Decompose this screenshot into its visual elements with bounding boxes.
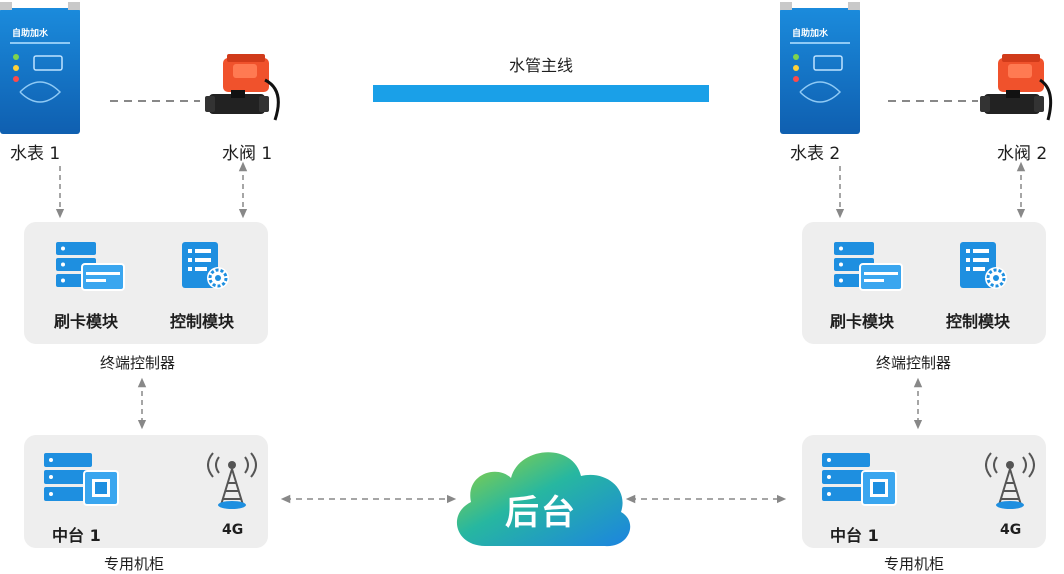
terminal-controller-title: 终端控制器	[100, 354, 176, 372]
water-valve-icon	[205, 50, 285, 135]
terminal-controller-title: 终端控制器	[876, 354, 952, 372]
server-card-icon	[56, 242, 126, 292]
valve-label: 水阀 2	[997, 144, 1048, 164]
cabinet-title: 专用机柜	[104, 555, 165, 573]
hub-label: 中台 1	[830, 526, 879, 545]
net-label: 4G	[222, 522, 244, 538]
cell-tower-icon	[985, 449, 1035, 509]
cell-tower-icon	[207, 449, 257, 509]
card-module-label: 刷卡模块	[54, 312, 119, 331]
main-pipe-line	[373, 85, 709, 102]
terminal-controller-panel: 刷卡模块 控制模块	[802, 222, 1046, 344]
meter-panel-text: 自助加水	[12, 29, 49, 39]
water-meter-icon	[0, 2, 82, 136]
cloud-icon	[445, 436, 635, 552]
card-module-label: 刷卡模块	[830, 312, 895, 331]
server-chip-icon	[44, 453, 124, 509]
cabinet-title: 专用机柜	[884, 555, 945, 573]
server-card-icon	[834, 242, 904, 292]
water-meter-icon	[780, 2, 862, 136]
server-gear-icon	[960, 242, 1010, 292]
server-gear-icon	[182, 242, 232, 292]
meter-label: 水表 2	[790, 144, 841, 164]
backend-label: 后台	[505, 493, 577, 533]
terminal-controller-panel: 刷卡模块 控制模块	[24, 222, 268, 344]
cabinet-panel: 中台 1 4G	[24, 435, 268, 548]
hub-label: 中台 1	[52, 526, 101, 545]
cabinet-panel: 中台 1 4G	[802, 435, 1046, 548]
main-pipe-label: 水管主线	[509, 56, 574, 75]
water-valve-icon	[980, 50, 1060, 135]
control-module-label: 控制模块	[170, 312, 235, 331]
server-chip-icon	[822, 453, 902, 509]
net-label: 4G	[1000, 522, 1022, 538]
meter-label: 水表 1	[10, 144, 61, 164]
control-module-label: 控制模块	[946, 312, 1011, 331]
valve-label: 水阀 1	[222, 144, 273, 164]
meter-panel-text: 自助加水	[792, 29, 829, 39]
